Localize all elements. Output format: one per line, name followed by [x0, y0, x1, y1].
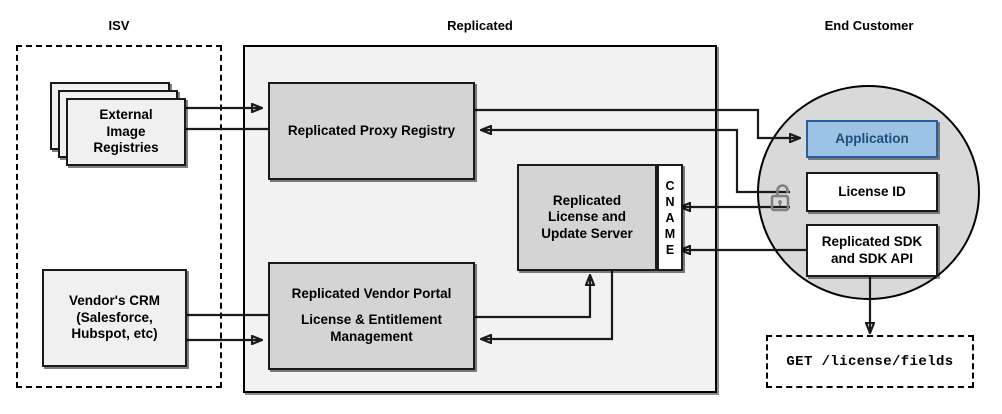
license-server-line-2: License and: [547, 209, 627, 225]
external-image-registries-line-2: Image: [106, 123, 146, 139]
cname-letter-c: C: [665, 178, 675, 193]
cname-letter-a: A: [665, 210, 675, 225]
cname-letter-n: N: [665, 194, 675, 209]
vendor-portal-title: Replicated Vendor Portal: [291, 285, 452, 301]
api-call-label: GET /license/fields: [786, 353, 954, 370]
zone-title-replicated: Replicated: [447, 18, 513, 33]
vendor-portal-subtitle-line-1: License & Entitlement: [300, 312, 443, 328]
zone-title-end-customer: End Customer: [824, 18, 914, 33]
api-call-box: GET /license/fields: [766, 335, 974, 388]
replicated-proxy-registry-label: Replicated Proxy Registry: [287, 122, 456, 138]
vendor-portal-subtitle: License & Entitlement Management: [301, 312, 442, 346]
vendor-portal-subtitle-line-2: Management: [330, 329, 413, 345]
replicated-sdk-line-2: and SDK API: [830, 250, 913, 266]
cname-letter-e: E: [665, 242, 675, 257]
replicated-sdk[interactable]: Replicated SDK and SDK API: [806, 224, 938, 277]
replicated-license-update-server[interactable]: Replicated License and Update Server: [517, 164, 657, 271]
license-server-line-3: Update Server: [541, 225, 633, 241]
vendors-crm-line-3: Hubspot, etc): [71, 326, 158, 342]
license-id-label: License ID: [838, 183, 906, 199]
unlock-icon: [768, 182, 796, 214]
license-id[interactable]: License ID: [806, 172, 938, 212]
replicated-sdk-line-1: Replicated SDK: [821, 234, 923, 250]
zone-title-isv: ISV: [108, 18, 130, 33]
external-image-registries-line-1: External: [99, 107, 153, 123]
replicated-vendor-portal[interactable]: Replicated Vendor Portal License & Entit…: [268, 262, 475, 370]
cname-letter-m: M: [664, 226, 676, 241]
cname-strip[interactable]: C N A M E: [657, 164, 683, 271]
vendors-crm-line-2: (Salesforce,: [76, 309, 153, 325]
replicated-proxy-registry[interactable]: Replicated Proxy Registry: [268, 82, 475, 180]
vendors-crm-line-1: Vendor's CRM: [69, 293, 160, 309]
application[interactable]: Application: [806, 120, 938, 158]
application-label: Application: [835, 130, 909, 146]
zone-isv: [16, 45, 222, 388]
external-image-registries[interactable]: External Image Registries: [66, 98, 186, 166]
vendors-crm[interactable]: Vendor's CRM (Salesforce, Hubspot, etc): [42, 269, 187, 367]
license-server-line-1: Replicated: [552, 192, 622, 208]
external-image-registries-line-3: Registries: [93, 140, 159, 156]
